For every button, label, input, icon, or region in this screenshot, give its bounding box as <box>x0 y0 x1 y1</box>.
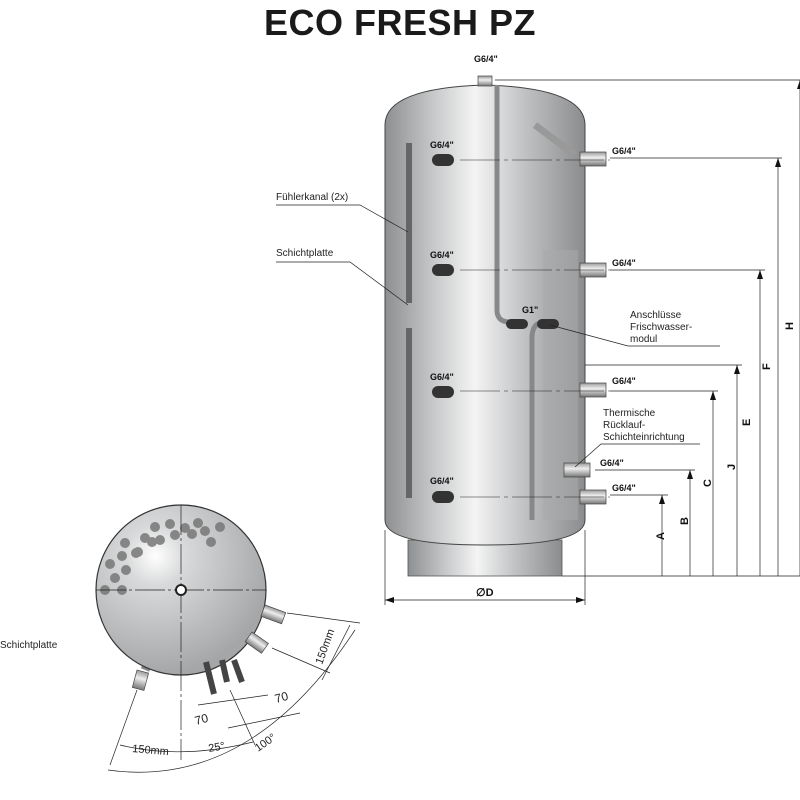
dim-70-left: 70 <box>193 711 210 728</box>
tank-stand <box>407 539 563 577</box>
dim-150mm-bottom: 150mm <box>132 743 170 758</box>
angle-25: 25° <box>207 740 225 755</box>
label-left-3: G6/4" <box>430 372 454 382</box>
label-schichtplatte-bottom: Schichtplatte <box>0 640 58 651</box>
svg-text:modul: modul <box>630 334 657 345</box>
tank-side-view <box>384 75 610 577</box>
callout-thermische: Thermische Rücklauf- Schichteinrichtung <box>574 408 700 468</box>
label-right-2: G6/4" <box>612 258 636 268</box>
dimension-a: A <box>655 532 667 540</box>
sensor-channel <box>406 143 412 303</box>
label-right-1: G6/4" <box>612 146 636 156</box>
dimension-j: J <box>726 464 738 470</box>
svg-text:Anschlüsse: Anschlüsse <box>630 310 682 321</box>
tank-top-view <box>95 504 287 760</box>
tank-body <box>384 84 586 546</box>
dimension-arrows <box>385 80 800 603</box>
stratification-plate <box>543 250 578 520</box>
label-top-connection: G6/4" <box>474 54 498 64</box>
label-left-1: G6/4" <box>430 140 454 150</box>
label-left-4: G6/4" <box>430 476 454 486</box>
top-view-dimensions <box>107 612 361 773</box>
svg-text:Fühlerkanal (2x): Fühlerkanal (2x) <box>276 192 348 203</box>
top-connection <box>477 75 493 87</box>
svg-text:Schichtplatte: Schichtplatte <box>276 248 334 259</box>
label-module-connection: G1" <box>522 305 538 315</box>
label-right-3: G6/4" <box>612 376 636 386</box>
svg-text:Schichteinrichtung: Schichteinrichtung <box>603 432 685 443</box>
callout-schichtplatte: Schichtplatte <box>276 248 409 306</box>
dimension-b: B <box>679 517 691 525</box>
dimension-d: ∅D <box>476 587 494 599</box>
label-right-5: G6/4" <box>612 483 636 493</box>
callout-anschluesse: Anschlüsse Frischwasser- modul <box>549 310 720 347</box>
callout-fuehlerkanal: Fühlerkanal (2x) <box>276 192 409 233</box>
dimension-lines <box>384 79 800 605</box>
svg-text:Rücklauf-: Rücklauf- <box>603 420 645 431</box>
dimension-f: F <box>761 363 773 370</box>
dimension-h: H <box>784 322 796 330</box>
front-connections <box>432 154 559 503</box>
svg-text:Thermische: Thermische <box>603 408 656 419</box>
dim-70-right: 70 <box>273 689 290 706</box>
svg-text:Frischwasser-: Frischwasser- <box>630 322 692 333</box>
sensor-channel <box>406 328 412 498</box>
label-right-4: G6/4" <box>600 458 624 468</box>
dimension-c: C <box>702 479 714 487</box>
label-left-2: G6/4" <box>430 250 454 260</box>
dimension-e: E <box>741 419 753 426</box>
page-title: ECO FRESH PZ <box>263 2 537 43</box>
